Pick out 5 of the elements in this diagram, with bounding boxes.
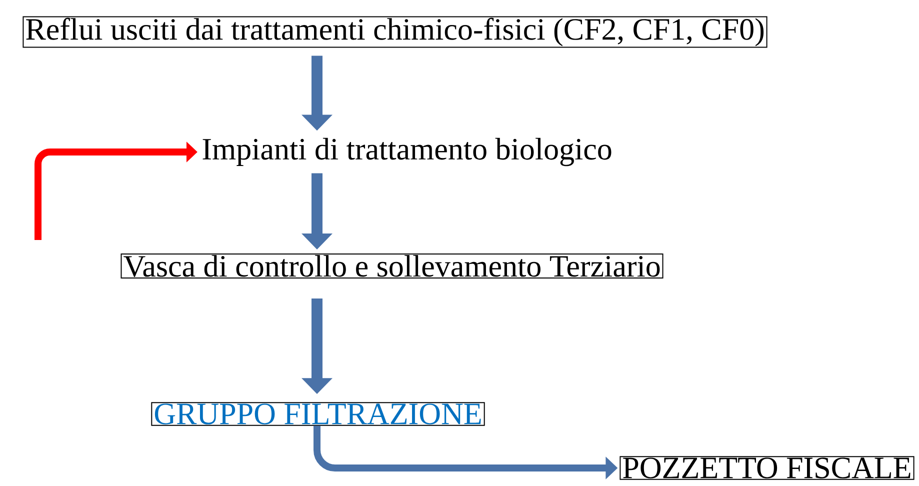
process-box: GRUPPO FILTRAZIONE bbox=[151, 402, 485, 426]
process-box: POZZETTO FISCALE bbox=[620, 456, 914, 480]
process-box: Reflui usciti dai trattamenti chimico-fisici (CF2, CF1, CF0) bbox=[22, 16, 768, 48]
process-label: Impianti di trattamento biologico bbox=[200, 136, 614, 168]
process-box: Vasca di controllo e sollevamento Terziario bbox=[120, 254, 664, 278]
